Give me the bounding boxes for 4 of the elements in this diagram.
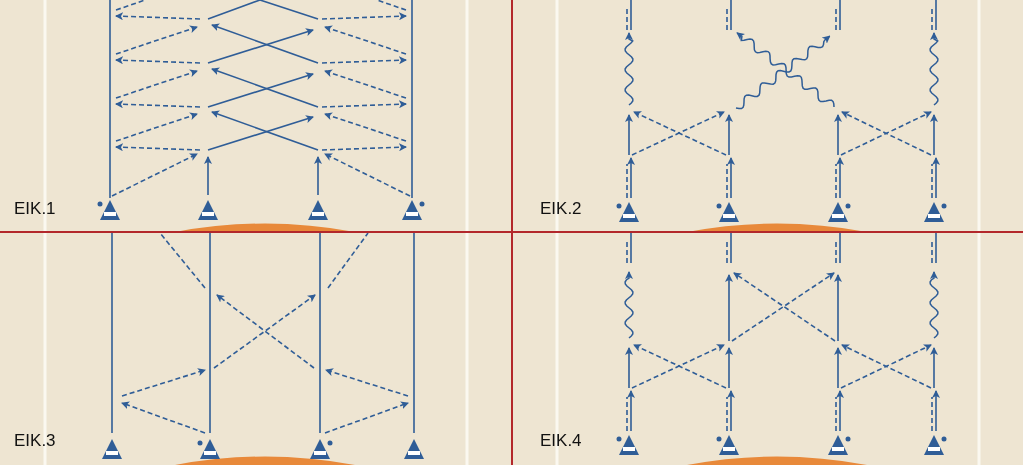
figure-label: ΕΙΚ.3 <box>14 432 56 449</box>
figure-label: ΕΙΚ.1 <box>14 200 56 217</box>
figure-label: ΕΙΚ.2 <box>540 200 582 217</box>
figure-label: ΕΙΚ.4 <box>540 432 582 449</box>
